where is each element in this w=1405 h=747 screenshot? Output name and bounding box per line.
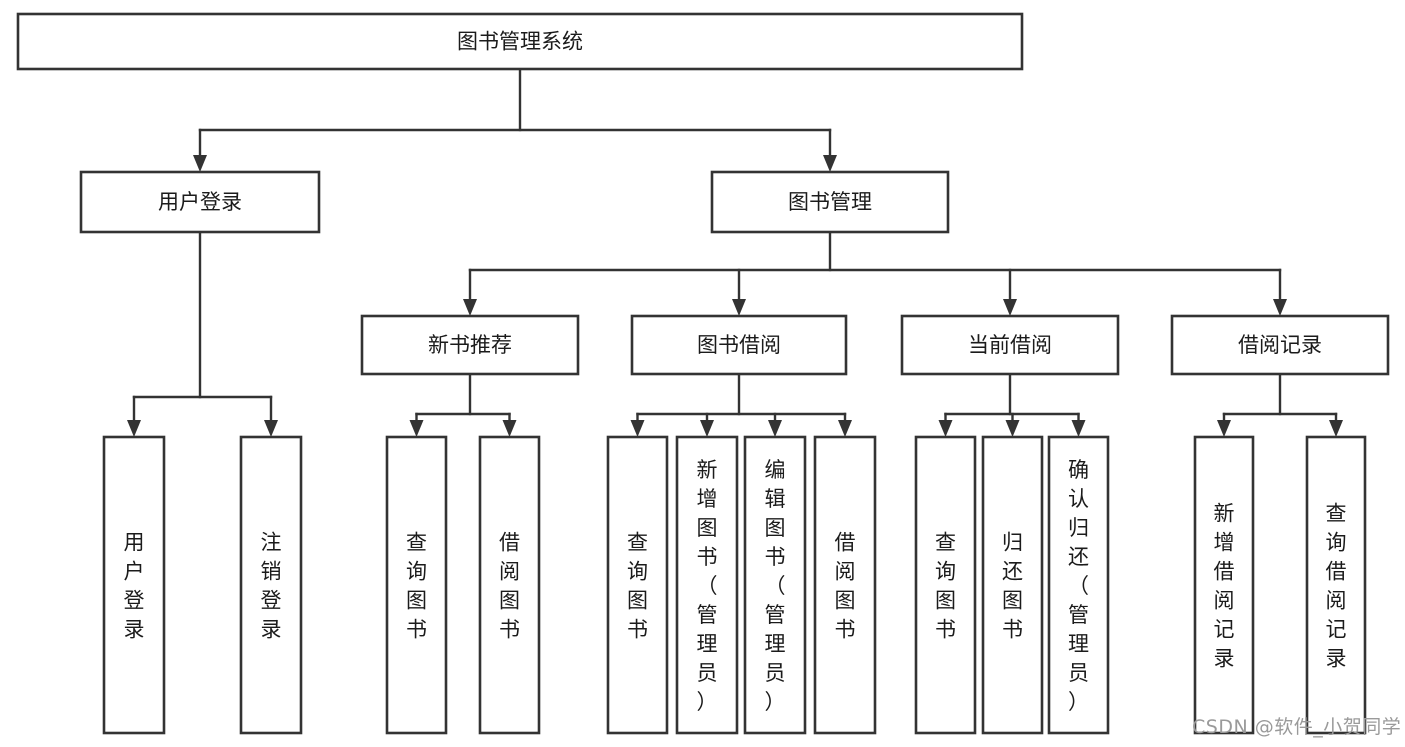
node-leaf-10[interactable]: 确认归还（管理员）: [1047, 435, 1110, 735]
arrowhead-icon: [1071, 420, 1086, 437]
node-leaf-9[interactable]: 归还图书: [981, 435, 1044, 735]
node-level3-2[interactable]: 当前借阅: [900, 314, 1120, 376]
arrowhead-icon: [1005, 420, 1020, 437]
node-rect: [900, 314, 1120, 376]
node-label: 借阅图书: [499, 531, 520, 642]
node-rect: [360, 314, 580, 376]
watermark-label: CSDN @软件_小贺同学: [1192, 716, 1402, 738]
node-leaf-4[interactable]: 查询图书: [606, 435, 669, 735]
node-label: 确认归还（管理员）: [1068, 458, 1089, 714]
node-level3-1[interactable]: 图书借阅: [630, 314, 848, 376]
arrowhead-icon: [1003, 299, 1017, 316]
node-rect: [79, 170, 321, 234]
node-label: 当前借阅: [968, 333, 1052, 357]
node-rect: [102, 435, 166, 735]
node-rect: [1047, 435, 1110, 735]
node-rect: [1193, 435, 1255, 735]
node-leaf-1[interactable]: 注销登录: [239, 435, 303, 735]
node-label: 注销登录: [261, 531, 282, 642]
arrowhead-icon: [1329, 420, 1343, 437]
node-rect: [710, 170, 950, 234]
node-leaf-6[interactable]: 编辑图书（管理员）: [743, 435, 807, 735]
arrowhead-icon: [1217, 420, 1231, 437]
node-label: 用户登录: [158, 190, 242, 214]
arrowhead-icon: [409, 420, 424, 437]
node-label: 借阅记录: [1238, 333, 1322, 357]
node-label: 图书管理: [788, 190, 872, 214]
node-level3-0[interactable]: 新书推荐: [360, 314, 580, 376]
node-leaf-12[interactable]: 查询借阅记录: [1305, 435, 1367, 735]
arrowhead-icon: [1273, 299, 1287, 316]
node-rect: [675, 435, 739, 735]
node-label: 用户登录: [124, 531, 145, 642]
node-leaf-3[interactable]: 借阅图书: [478, 435, 541, 735]
node-rect: [385, 435, 448, 735]
node-label: 新书推荐: [428, 333, 512, 357]
node-leaf-8[interactable]: 查询图书: [914, 435, 977, 735]
arrowhead-icon: [838, 420, 852, 437]
node-label: 图书借阅: [697, 333, 781, 357]
node-label: 归还图书: [1002, 531, 1023, 642]
node-level2-0[interactable]: 用户登录: [79, 170, 321, 234]
node-label: 借阅图书: [835, 531, 856, 642]
node-rect: [743, 435, 807, 735]
node-rect: [1305, 435, 1367, 735]
arrowhead-icon: [630, 420, 645, 437]
node-label: 查询图书: [935, 531, 956, 642]
node-label: 查询借阅记录: [1326, 502, 1347, 671]
node-label: 新增借阅记录: [1214, 502, 1235, 671]
node-leaf-0[interactable]: 用户登录: [102, 435, 166, 735]
arrowhead-icon: [823, 155, 837, 172]
node-leaf-2[interactable]: 查询图书: [385, 435, 448, 735]
node-rect: [606, 435, 669, 735]
node-rect: [478, 435, 541, 735]
node-rect: [630, 314, 848, 376]
node-rect: [813, 435, 877, 735]
node-leaf-7[interactable]: 借阅图书: [813, 435, 877, 735]
node-label: 查询图书: [627, 531, 648, 642]
node-rect: [914, 435, 977, 735]
arrowhead-icon: [768, 420, 782, 437]
arrowhead-icon: [700, 420, 714, 437]
arrowhead-icon: [264, 420, 278, 437]
node-label: 新增图书（管理员）: [697, 458, 718, 714]
arrowhead-icon: [193, 155, 207, 172]
node-label: 查询图书: [406, 531, 427, 642]
arrowhead-icon: [463, 299, 477, 316]
node-rect: [981, 435, 1044, 735]
node-rect: [239, 435, 303, 735]
node-label: 编辑图书（管理员）: [765, 458, 786, 714]
arrowhead-icon: [502, 420, 517, 437]
node-leaf-11[interactable]: 新增借阅记录: [1193, 435, 1255, 735]
node-rect: [1170, 314, 1390, 376]
arrowhead-icon: [938, 420, 953, 437]
node-leaf-5[interactable]: 新增图书（管理员）: [675, 435, 739, 735]
node-level3-3[interactable]: 借阅记录: [1170, 314, 1390, 376]
node-label: 图书管理系统: [457, 30, 583, 54]
node-level2-1[interactable]: 图书管理: [710, 170, 950, 234]
node-root-图书管理系统[interactable]: 图书管理系统: [16, 12, 1024, 71]
arrowhead-icon: [732, 299, 746, 316]
node-rect: [16, 12, 1024, 71]
arrowhead-icon: [127, 420, 141, 437]
